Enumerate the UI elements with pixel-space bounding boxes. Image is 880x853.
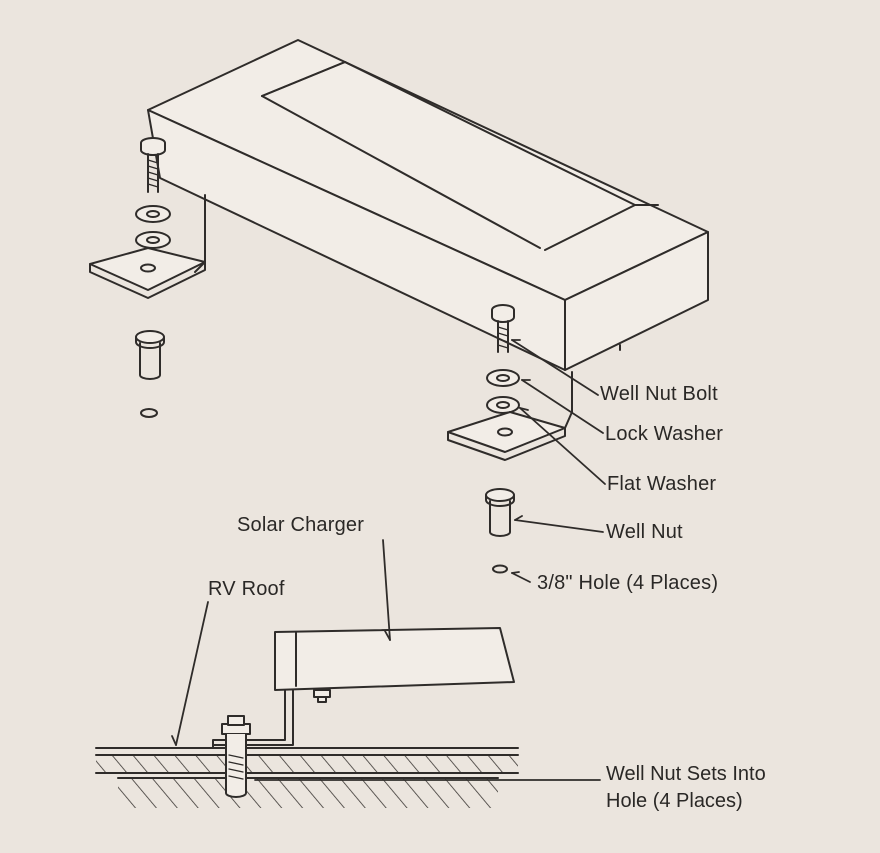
- label-well-nut-bolt: Well Nut Bolt: [600, 383, 718, 405]
- label-well-nut-sets-line2: Hole (4 Places): [606, 790, 743, 812]
- side-view: [95, 627, 519, 808]
- label-solar-charger: Solar Charger: [237, 514, 365, 536]
- callout-leaders: [511, 339, 606, 583]
- label-lock-washer: Lock Washer: [605, 423, 724, 445]
- label-rv-roof: RV Roof: [208, 578, 285, 600]
- solar-panel-top-view: [147, 39, 709, 413]
- side-view-leaders: [171, 539, 601, 781]
- left-hardware-stack: [89, 137, 206, 418]
- label-well-nut-sets-into-hole: Well Nut Sets Into Hole (4 Places): [606, 761, 766, 815]
- label-hole: 3/8" Hole (4 Places): [537, 572, 719, 594]
- label-well-nut: Well Nut: [606, 521, 683, 543]
- label-flat-washer: Flat Washer: [607, 473, 717, 495]
- label-well-nut-sets-line1: Well Nut Sets Into: [606, 763, 766, 785]
